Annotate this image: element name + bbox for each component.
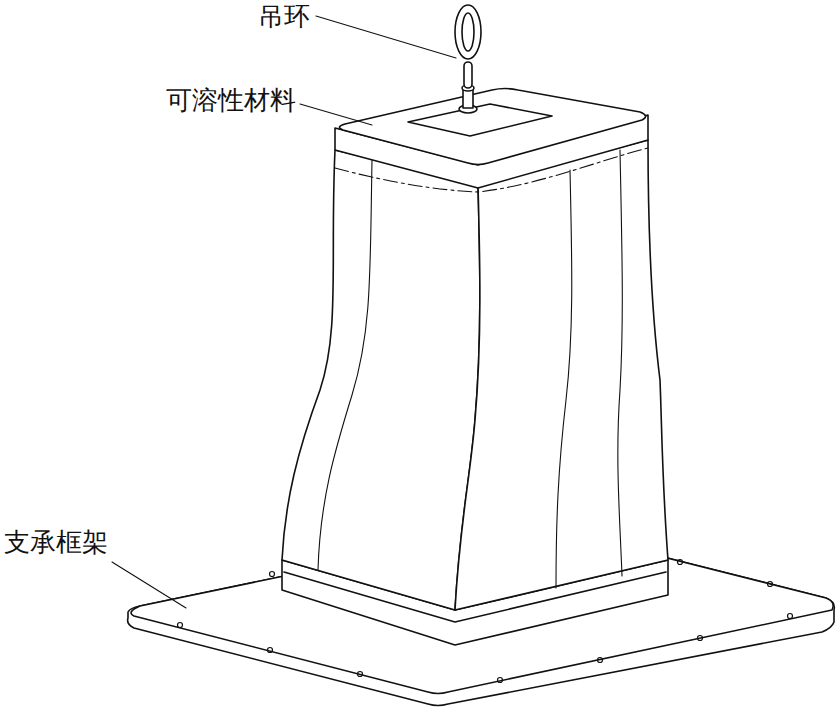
leader-lines: [112, 16, 456, 608]
soluble-body: [282, 150, 480, 610]
soluble-body-right: [455, 140, 668, 610]
part-label: 可溶性材料: [166, 86, 296, 115]
top-face: [339, 89, 645, 165]
lifting-plate: [408, 104, 552, 136]
body-lines: [318, 150, 622, 588]
part-label: 吊环: [258, 2, 310, 31]
part-label: 支承框架: [4, 528, 108, 557]
lifting-ring: [455, 5, 481, 113]
